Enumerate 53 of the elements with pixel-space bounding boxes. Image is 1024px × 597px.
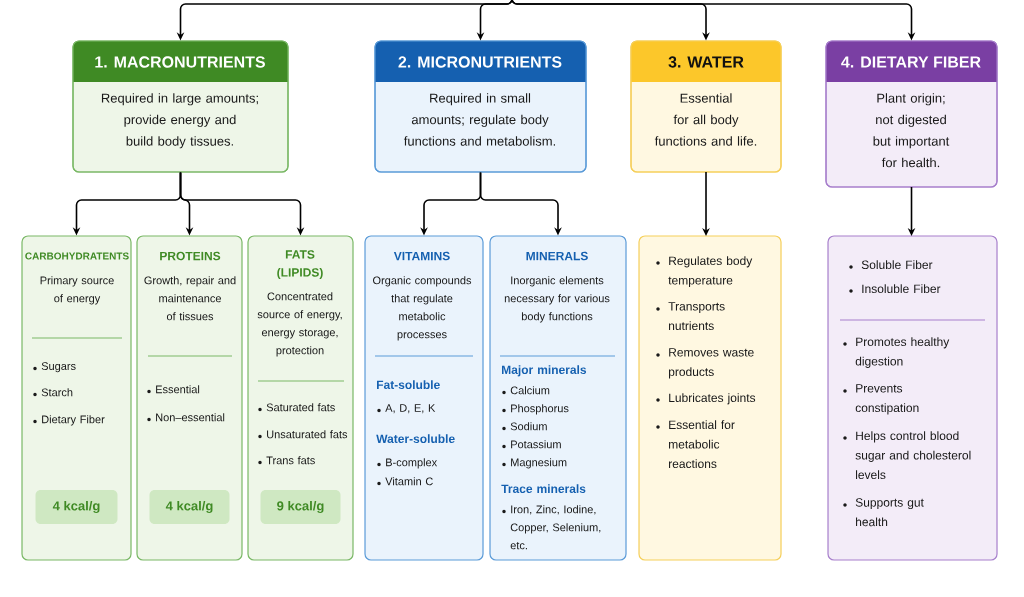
subheading: Trace minerals [501, 484, 586, 493]
bullet-item: Magnesium [502, 458, 567, 469]
bullet-item: Supports gut health [843, 498, 924, 527]
description: Required in small amounts; regulate body functions and metabolism. [403, 93, 556, 146]
card-title: FATS (LIPIDS) [277, 250, 323, 280]
bullet-item: Sugars [33, 362, 76, 373]
bullet-item: Lubricates joints [656, 393, 756, 405]
card-title: VITAMINS [393, 251, 450, 261]
card-title: CARBOHYDRATENTS [25, 252, 129, 260]
description: Required in large amounts; provide energy and build body tissues. [101, 93, 258, 149]
bullet-item: B-complex [377, 458, 438, 469]
bullet-item: Trans fats [258, 456, 315, 465]
bullet-item: Transports nutrients [656, 302, 725, 331]
description: Primary source of energy [40, 276, 114, 305]
bullet-item: Calcium [502, 386, 550, 395]
subheading: Fat-soluble [377, 380, 440, 389]
bullet-item: Removes waste products [656, 348, 754, 379]
bullet-item: Helps control blood sugar and cholesterol levels [843, 431, 971, 479]
category-heading: 4. DIETARY FIBER [841, 56, 981, 68]
bullet-item: Non–essential [147, 413, 225, 422]
card-title: MINERALS [526, 251, 588, 261]
bullet-item: Iron, Zinc, Iodine, Copper, Selenium, etc. [502, 505, 601, 550]
bullet-item: Essential [147, 385, 200, 394]
bullet-item: Prevents constipation [843, 384, 919, 415]
category-heading: 3. WATER [668, 56, 744, 68]
energy-value-badge: 4 kcal/g [149, 490, 230, 524]
card-title: PROTEINS [160, 251, 221, 261]
category-heading: 2. MICRONUTRIENTS [398, 56, 562, 68]
bullet-item: Vitamin C [377, 477, 433, 486]
bullet-item: Insoluble Fiber [849, 284, 941, 293]
bullet-item: Starch [33, 388, 73, 397]
bullet-item: Potassium [502, 440, 561, 449]
bullet-item: Unsaturated fats [258, 430, 348, 439]
bullet-item: Saturated fats [258, 403, 335, 412]
bullet-item: Dietary Fiber [33, 415, 105, 426]
bullet-item: Phosphorus [502, 404, 569, 415]
description: Organic compounds that regulate metabolic processes [373, 276, 472, 341]
bullet-item: Essential for metabolic reactions [656, 420, 735, 468]
description: Plant origin; not digested but important for health. [873, 93, 950, 168]
description: Inorganic elements necessary for various body functions [504, 276, 610, 323]
description: Concentrated source of energy, energy storage, protection [257, 292, 342, 357]
bullet-item: Regulates body temperature [656, 256, 753, 287]
category-heading: 1. MACRONUTRIENTS [95, 56, 265, 68]
bullet-item: Promotes healthy digestion [843, 337, 950, 368]
description: Essential for all body functions and life. [654, 93, 757, 146]
bullet-item: Sodium [502, 422, 547, 431]
energy-value-badge: 9 kcal/g [260, 490, 341, 524]
energy-value-badge: 4 kcal/g [35, 490, 118, 524]
bullet-item: Soluble Fiber [849, 260, 933, 269]
bullet-item: A, D, E, K [377, 404, 436, 414]
description: Growth, repair and maintenance of tissues [144, 276, 236, 321]
subheading: Major minerals [502, 365, 587, 377]
subheading: Water-soluble [376, 434, 455, 443]
